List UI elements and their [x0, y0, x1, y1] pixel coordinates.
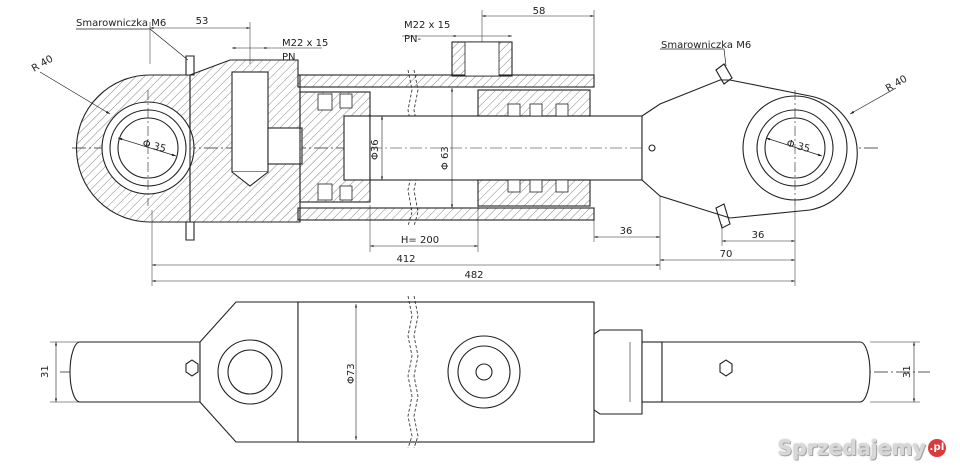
watermark-brand: Sprzedajemy	[777, 436, 926, 460]
watermark-suffix: .pl	[928, 439, 946, 457]
port-boss-plan-inner	[475, 363, 493, 381]
dim-36-rod: 36	[620, 226, 633, 237]
d36-label: Φ36	[370, 139, 381, 160]
r40-right: R 40	[884, 74, 909, 95]
grease-nipple-right-plan	[719, 359, 733, 377]
port-right-thread: M22 x 15	[404, 20, 450, 31]
leader-grease-left	[76, 28, 189, 61]
grease-right-label: Smarowniczka M6	[661, 40, 751, 51]
piston-nut	[343, 115, 371, 181]
section-labels: Smarowniczka M6 53 M22 x 15 PN M22 x 15 …	[30, 6, 909, 281]
grease-nipple-right-bottom	[715, 203, 731, 229]
port-left-pn: PN	[282, 52, 296, 63]
left-port-bore	[231, 71, 269, 173]
grease-left-label: Smarowniczka M6	[76, 18, 166, 29]
barrel-top-wall	[297, 74, 595, 88]
grease-nipple-right-top	[715, 63, 733, 85]
d63-label: Φ 63	[440, 146, 451, 170]
dim-412: 412	[396, 254, 415, 265]
dim-36-eye: 36	[752, 230, 765, 241]
d73-label: Φ73	[346, 363, 357, 384]
section-view	[39, 10, 897, 286]
left-clevis-bore-inner	[227, 349, 273, 395]
dim-31-right: 31	[902, 365, 913, 378]
r40-left: R 40	[30, 54, 55, 75]
right-rod-end-plan	[661, 341, 871, 403]
barrel-bottom-wall	[297, 207, 595, 221]
dim-53: 53	[196, 16, 209, 27]
leader-grease-right	[660, 48, 727, 67]
plan-view	[50, 295, 930, 449]
gland-plan	[593, 329, 643, 415]
port-right-pn: PN-	[404, 34, 422, 45]
grease-nipple-left-bottom	[185, 221, 195, 241]
port-boss-plan-outer	[447, 335, 521, 409]
right-rod-eye	[641, 79, 858, 219]
dim-70: 70	[720, 249, 733, 260]
port-left-thread: M22 x 15	[282, 38, 328, 49]
port-boss-plan-mid	[457, 345, 511, 399]
plan-labels: Φ73 31 31	[40, 363, 913, 384]
grease-nipple-left-top	[185, 55, 195, 76]
dim-482: 482	[464, 270, 483, 281]
grease-nipple-left-plan	[185, 359, 199, 377]
dim-58: 58	[533, 6, 546, 17]
left-clevis-bore-outer	[217, 339, 283, 405]
watermark: Sprzedajemy.pl	[778, 436, 946, 460]
stroke-label: H= 200	[401, 235, 439, 246]
barrel-plan	[297, 301, 595, 443]
left-tail	[69, 341, 201, 403]
dim-31-left: 31	[40, 365, 51, 378]
